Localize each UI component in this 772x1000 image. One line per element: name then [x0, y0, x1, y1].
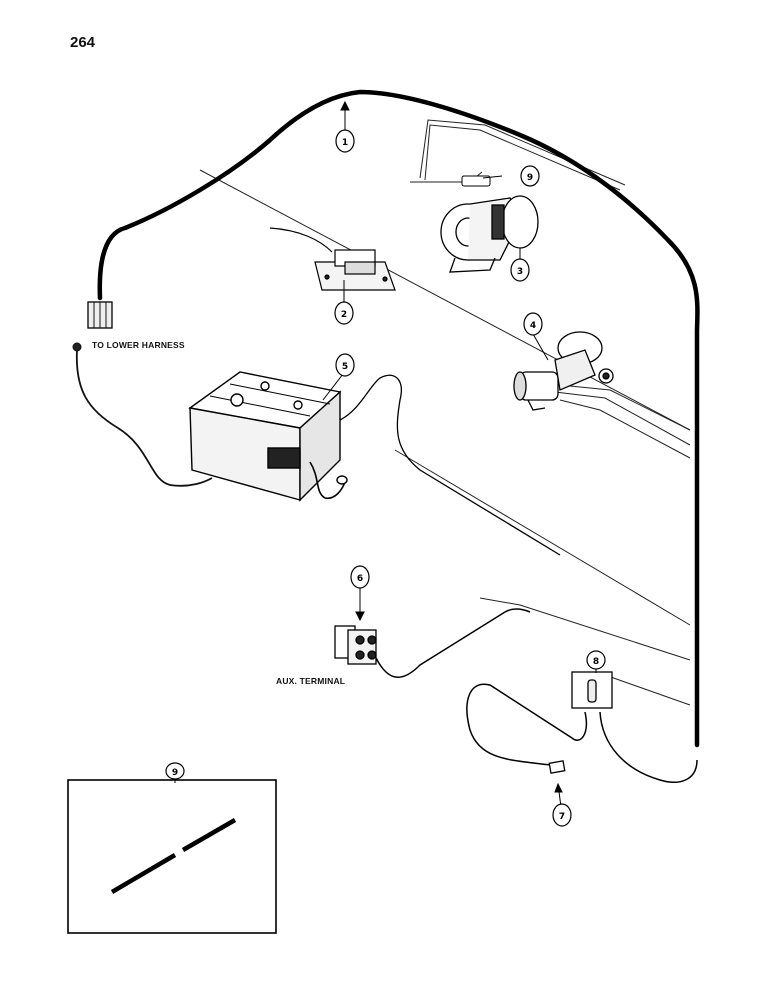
aux-terminal-label: AUX. TERMINAL	[276, 676, 346, 686]
callout-6: 6	[350, 565, 370, 589]
svg-text:5: 5	[342, 362, 348, 372]
lower-harness-lead	[72, 301, 213, 487]
lower-harness-plug	[72, 342, 82, 352]
callout-2: 2	[334, 301, 354, 325]
svg-text:7: 7	[559, 812, 565, 822]
callout-8: 8	[586, 650, 606, 670]
valve-solenoid-4	[513, 331, 614, 411]
aux-terminal-6	[334, 608, 531, 678]
callout-4: 4	[523, 312, 543, 336]
svg-text:3: 3	[517, 267, 523, 277]
svg-text:1: 1	[342, 138, 348, 148]
svg-text:4: 4	[530, 321, 536, 331]
svg-text:9: 9	[527, 173, 533, 183]
leader-lines	[174, 100, 597, 808]
callout-7: 7	[552, 803, 572, 827]
connector-7	[548, 760, 566, 774]
page-number: 264	[70, 34, 96, 51]
callout-5: 5	[335, 353, 355, 377]
callout-3: 3	[510, 258, 530, 282]
callout-1: 1	[335, 129, 355, 153]
blower-motor-3	[440, 195, 539, 273]
inset-box-9	[67, 779, 277, 934]
svg-text:6: 6	[357, 574, 363, 584]
to-lower-harness-label: TO LOWER HARNESS	[92, 340, 185, 350]
svg-text:9: 9	[172, 768, 178, 778]
main-harness-1	[97, 89, 700, 748]
svg-text:2: 2	[341, 310, 347, 320]
radio-box-5	[188, 371, 561, 556]
dome-lamp-2	[269, 227, 396, 291]
svg-text:8: 8	[593, 657, 599, 667]
cab-frame-lines	[199, 119, 691, 706]
fuse-holder-8	[466, 671, 698, 783]
jumper-top-9	[461, 175, 491, 187]
callout-9-inset: 9	[165, 762, 185, 780]
callout-9-top: 9	[520, 165, 540, 187]
